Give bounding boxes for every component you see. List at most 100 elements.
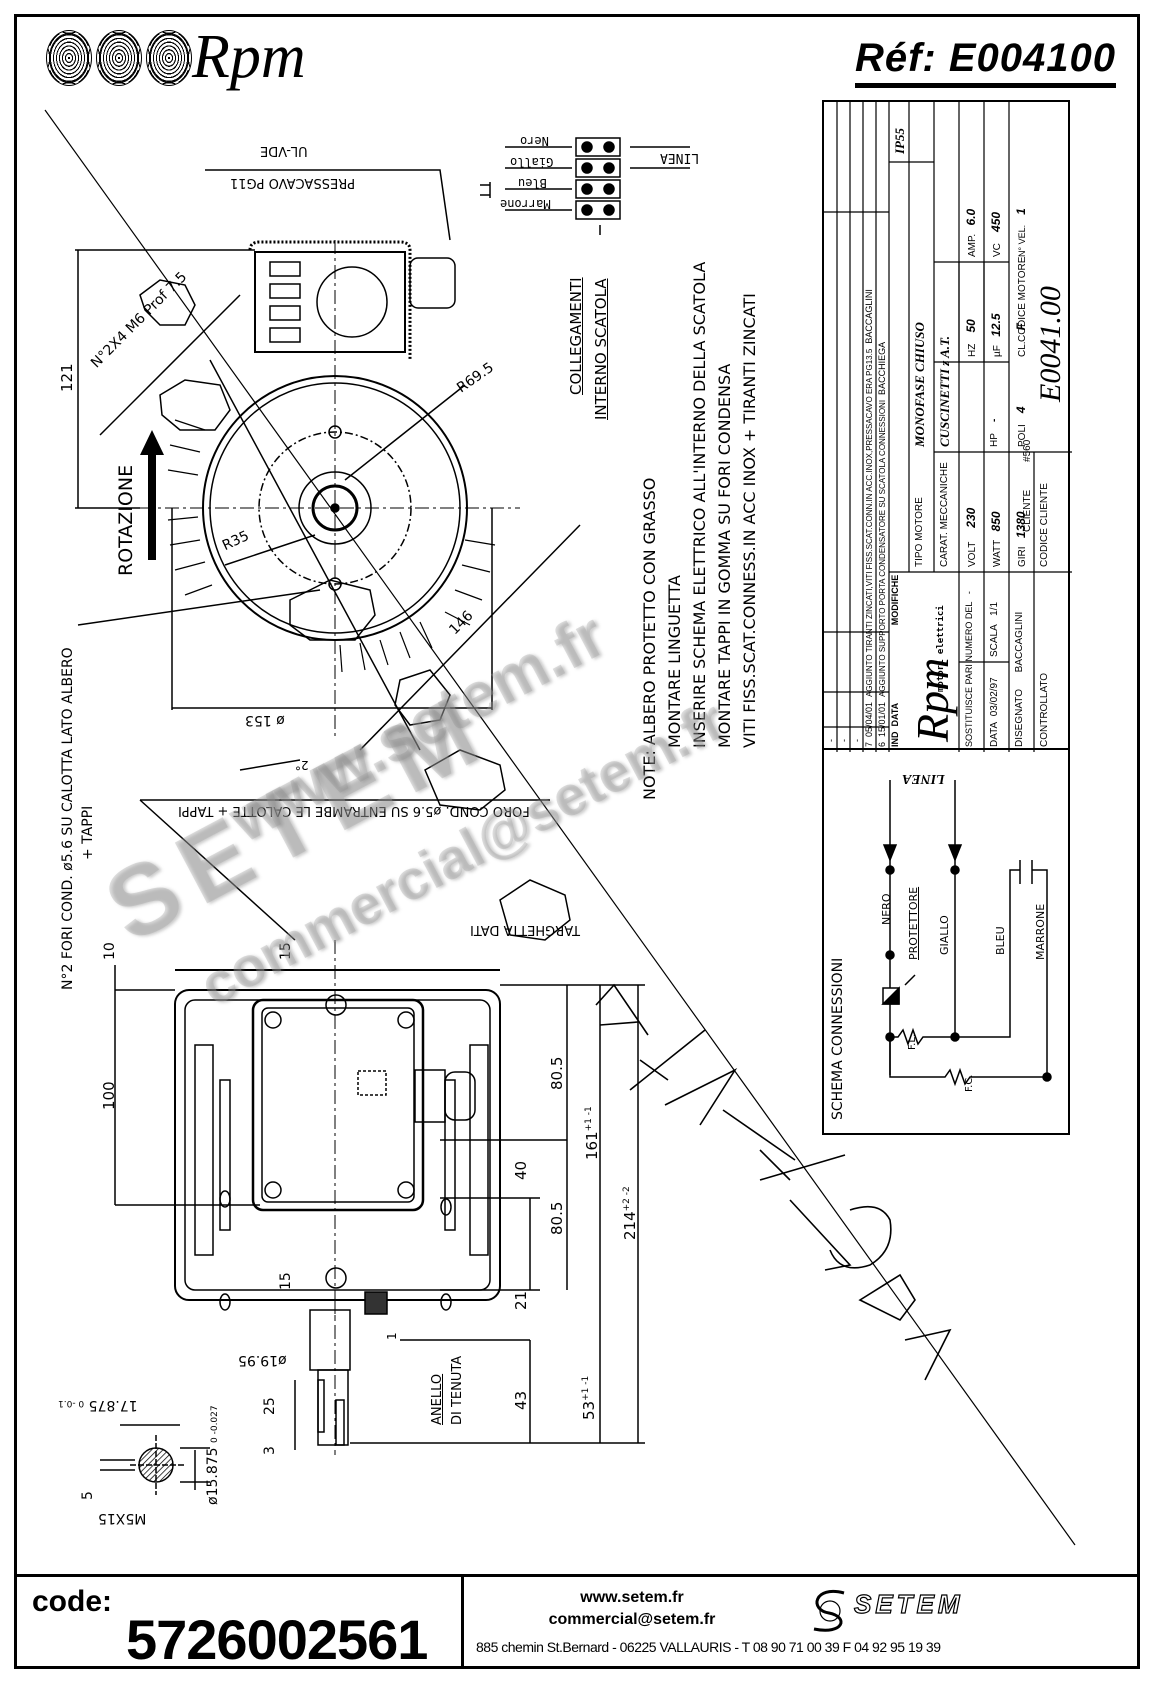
rev-row-2: - bbox=[839, 739, 849, 742]
dim-17-875: 17.875 0 -0.1 bbox=[58, 1397, 138, 1413]
fc-label: F.C. bbox=[964, 1074, 975, 1093]
schema-wire-nero: NERO bbox=[880, 893, 893, 925]
wire-label-giallo: Giallo bbox=[510, 155, 554, 169]
title-block-logo-sub: motori elettrici bbox=[936, 605, 946, 692]
client-code-label: CODICE CLIENTE bbox=[1039, 483, 1050, 567]
spec-uf: µF 12.5 bbox=[989, 313, 1003, 357]
thread-m5x15: M5X15 bbox=[98, 1510, 147, 1526]
drawn-field: DISEGNATO BACCAGLINI bbox=[1014, 611, 1025, 747]
spec-vc: VC 450 bbox=[989, 211, 1003, 257]
dim-21: 21 bbox=[512, 1290, 530, 1310]
dim-15-875: ø15.875 0 -0.027 bbox=[205, 1405, 221, 1505]
coil-icon bbox=[96, 30, 142, 86]
title-block-logo: Rpm bbox=[907, 657, 958, 742]
wiring-schema: SCHEMA CONNESSIONI LINEA NERO GIALLO BLE… bbox=[822, 750, 1070, 1135]
dim-40: 40 bbox=[512, 1160, 530, 1180]
schema-wire-bleu: BLEU bbox=[994, 926, 1007, 955]
schema-wire-marrone: MARRONE bbox=[1034, 903, 1047, 960]
dim-43: 43 bbox=[512, 1390, 530, 1410]
spec-volt: VOLT 230 bbox=[964, 507, 978, 567]
seal-label-2: DI TENUTA bbox=[450, 1355, 465, 1425]
nameplate-label: TARGHETTA DATI bbox=[470, 922, 581, 937]
dim-53: 53+1 -1 bbox=[580, 1375, 598, 1420]
protection-rating: IP55 bbox=[892, 128, 907, 154]
notes-line-2: MONTARE LINGUETTA bbox=[665, 575, 684, 748]
replaces-field: SOSTITUISCE PARI NUMERO DEL - bbox=[964, 591, 974, 747]
dim-214: 214+2 -2 bbox=[621, 1186, 639, 1240]
checked-field: CONTROLLATO bbox=[1039, 672, 1050, 747]
dim-10: 10 bbox=[102, 942, 118, 960]
scale-field: SCALA 1/1 bbox=[989, 601, 1000, 657]
dim-height-121: 121 bbox=[58, 363, 76, 392]
dim-19-95: ø19.95 bbox=[238, 1352, 287, 1368]
cable-gland-label: PRESSACAVO PG11 bbox=[230, 175, 356, 190]
address: 885 chemin St.Bernard - 06225 VALLAURIS … bbox=[476, 1639, 941, 1655]
rev-header: IND DATA MODIFICHE bbox=[890, 574, 900, 747]
mech-value: CUSCINETTI z A.T. bbox=[937, 335, 952, 447]
notes-line-1: NOTE: ALBERO PROTETTO CON GRASSO bbox=[640, 477, 659, 800]
dim-80-5-top: 80.5 bbox=[548, 1056, 566, 1090]
footer: code: 5726002561 www.setem.fr commercial… bbox=[14, 1574, 1140, 1671]
website-link[interactable]: www.setem.fr bbox=[580, 1589, 684, 1606]
holes-note-left: N°2 FORI COND. ø5.6 SU CALOTTA LATO ALBE… bbox=[60, 647, 76, 990]
coil-icon bbox=[46, 30, 92, 86]
spec-nvel: N° VEL. 1 bbox=[1014, 208, 1028, 257]
rev-row-7: 7 05/04/01 AGGIUNTO TIRANTI ZINCATI,VITI… bbox=[864, 289, 874, 747]
holes-note-bottom: FORO COND. ø5.6 SU ENTRAMBE LE CALOTTE +… bbox=[178, 803, 530, 818]
schema-title: SCHEMA CONNESSIONI bbox=[830, 957, 846, 1120]
title-block: - - - 7 05/04/01 AGGIUNTO TIRANTI ZINCAT… bbox=[822, 100, 1072, 752]
setem-logo: SETEM bbox=[853, 1588, 964, 1619]
dim-25: 25 bbox=[262, 1397, 278, 1415]
dim-1: 1 bbox=[385, 1332, 399, 1340]
rotation-label: ROTAZIONE bbox=[115, 464, 137, 576]
holes-note-left-2: + TAPPI bbox=[80, 805, 96, 860]
wire-label-nero: Nero bbox=[520, 134, 549, 148]
dim-15-bottom: 15 bbox=[278, 1272, 294, 1290]
code-box: code: 5726002561 bbox=[14, 1577, 464, 1671]
dim-80-5-bottom: 80.5 bbox=[548, 1201, 566, 1235]
drawing-frame bbox=[14, 14, 1140, 1669]
motor-code: E0041.00 bbox=[1034, 286, 1067, 402]
motor-code-label: CODICE MOTORE bbox=[1017, 256, 1028, 342]
schema-wire-giallo: GIALLO bbox=[938, 915, 951, 955]
wire-label-marrone: Marrone bbox=[500, 197, 551, 211]
contact-info: www.setem.fr commercial@setem.fr bbox=[464, 1587, 800, 1631]
dim-161: 161+1 -1 bbox=[583, 1106, 601, 1160]
code-label: code: bbox=[32, 1585, 113, 1618]
notes-line-3: INSERIRE SCHEMA ELETTRICO ALL'INTERNO DE… bbox=[690, 261, 709, 748]
reference-number: Réf: E004100 bbox=[854, 36, 1116, 88]
rev-row-3: - bbox=[852, 739, 862, 742]
notes-line-4: MONTARE TAPPI IN GOMMA SU FORI CONDENSA bbox=[715, 363, 734, 748]
wire-label-bleu: Bleu bbox=[518, 176, 547, 190]
protector-label: PROTETTORE bbox=[907, 886, 920, 960]
dim-5: 5 bbox=[80, 1491, 96, 1500]
line-label: LINEA bbox=[660, 150, 700, 165]
motor-type-label: TIPO MOTORE bbox=[914, 497, 925, 567]
rev-row-6: 6 15/01/01 AGGIUNTO SUPPORTO PORTA CONDE… bbox=[877, 341, 887, 747]
brand-name: Rpm bbox=[192, 23, 306, 91]
connections-title-1: COLLEGAMENTI bbox=[567, 277, 585, 395]
code-value: 5726002561 bbox=[126, 1608, 428, 1671]
connections-title-2: INTERNO SCATOLA bbox=[592, 278, 610, 420]
email-link[interactable]: commercial@setem.fr bbox=[548, 1611, 716, 1628]
dim-100: 100 bbox=[100, 1081, 118, 1110]
spec-watt: WATT 850 bbox=[989, 511, 1003, 567]
client-field: CLIENTE #560 bbox=[1022, 439, 1033, 532]
rotation-arrow-icon bbox=[140, 430, 164, 560]
spec-hp: HP - bbox=[989, 418, 1000, 447]
date-field: DATA 03/02/97 bbox=[989, 677, 1000, 747]
dim-3: 3 bbox=[262, 1446, 278, 1455]
rev-row-1: - bbox=[826, 739, 836, 742]
coil-icon bbox=[146, 30, 192, 86]
seal-label-1: ANELLO bbox=[430, 1373, 445, 1425]
schema-line-label: LINEA bbox=[902, 771, 945, 786]
dim-diameter-153: ø 153 bbox=[245, 712, 285, 728]
dim-15-top: 15 bbox=[278, 942, 294, 960]
notes-line-5: VITI FISS.SCAT.CONNESS.IN ACC INOX + TIR… bbox=[740, 293, 759, 748]
spec-amp: AMP. 6.0 bbox=[964, 208, 978, 257]
spec-hz: HZ 50 bbox=[964, 319, 978, 357]
cable-gland-sublabel: UL-VDE bbox=[260, 143, 308, 158]
mech-label: CARAT. MECCANICHE bbox=[939, 462, 950, 567]
fl-label: F.L. bbox=[907, 1033, 918, 1050]
